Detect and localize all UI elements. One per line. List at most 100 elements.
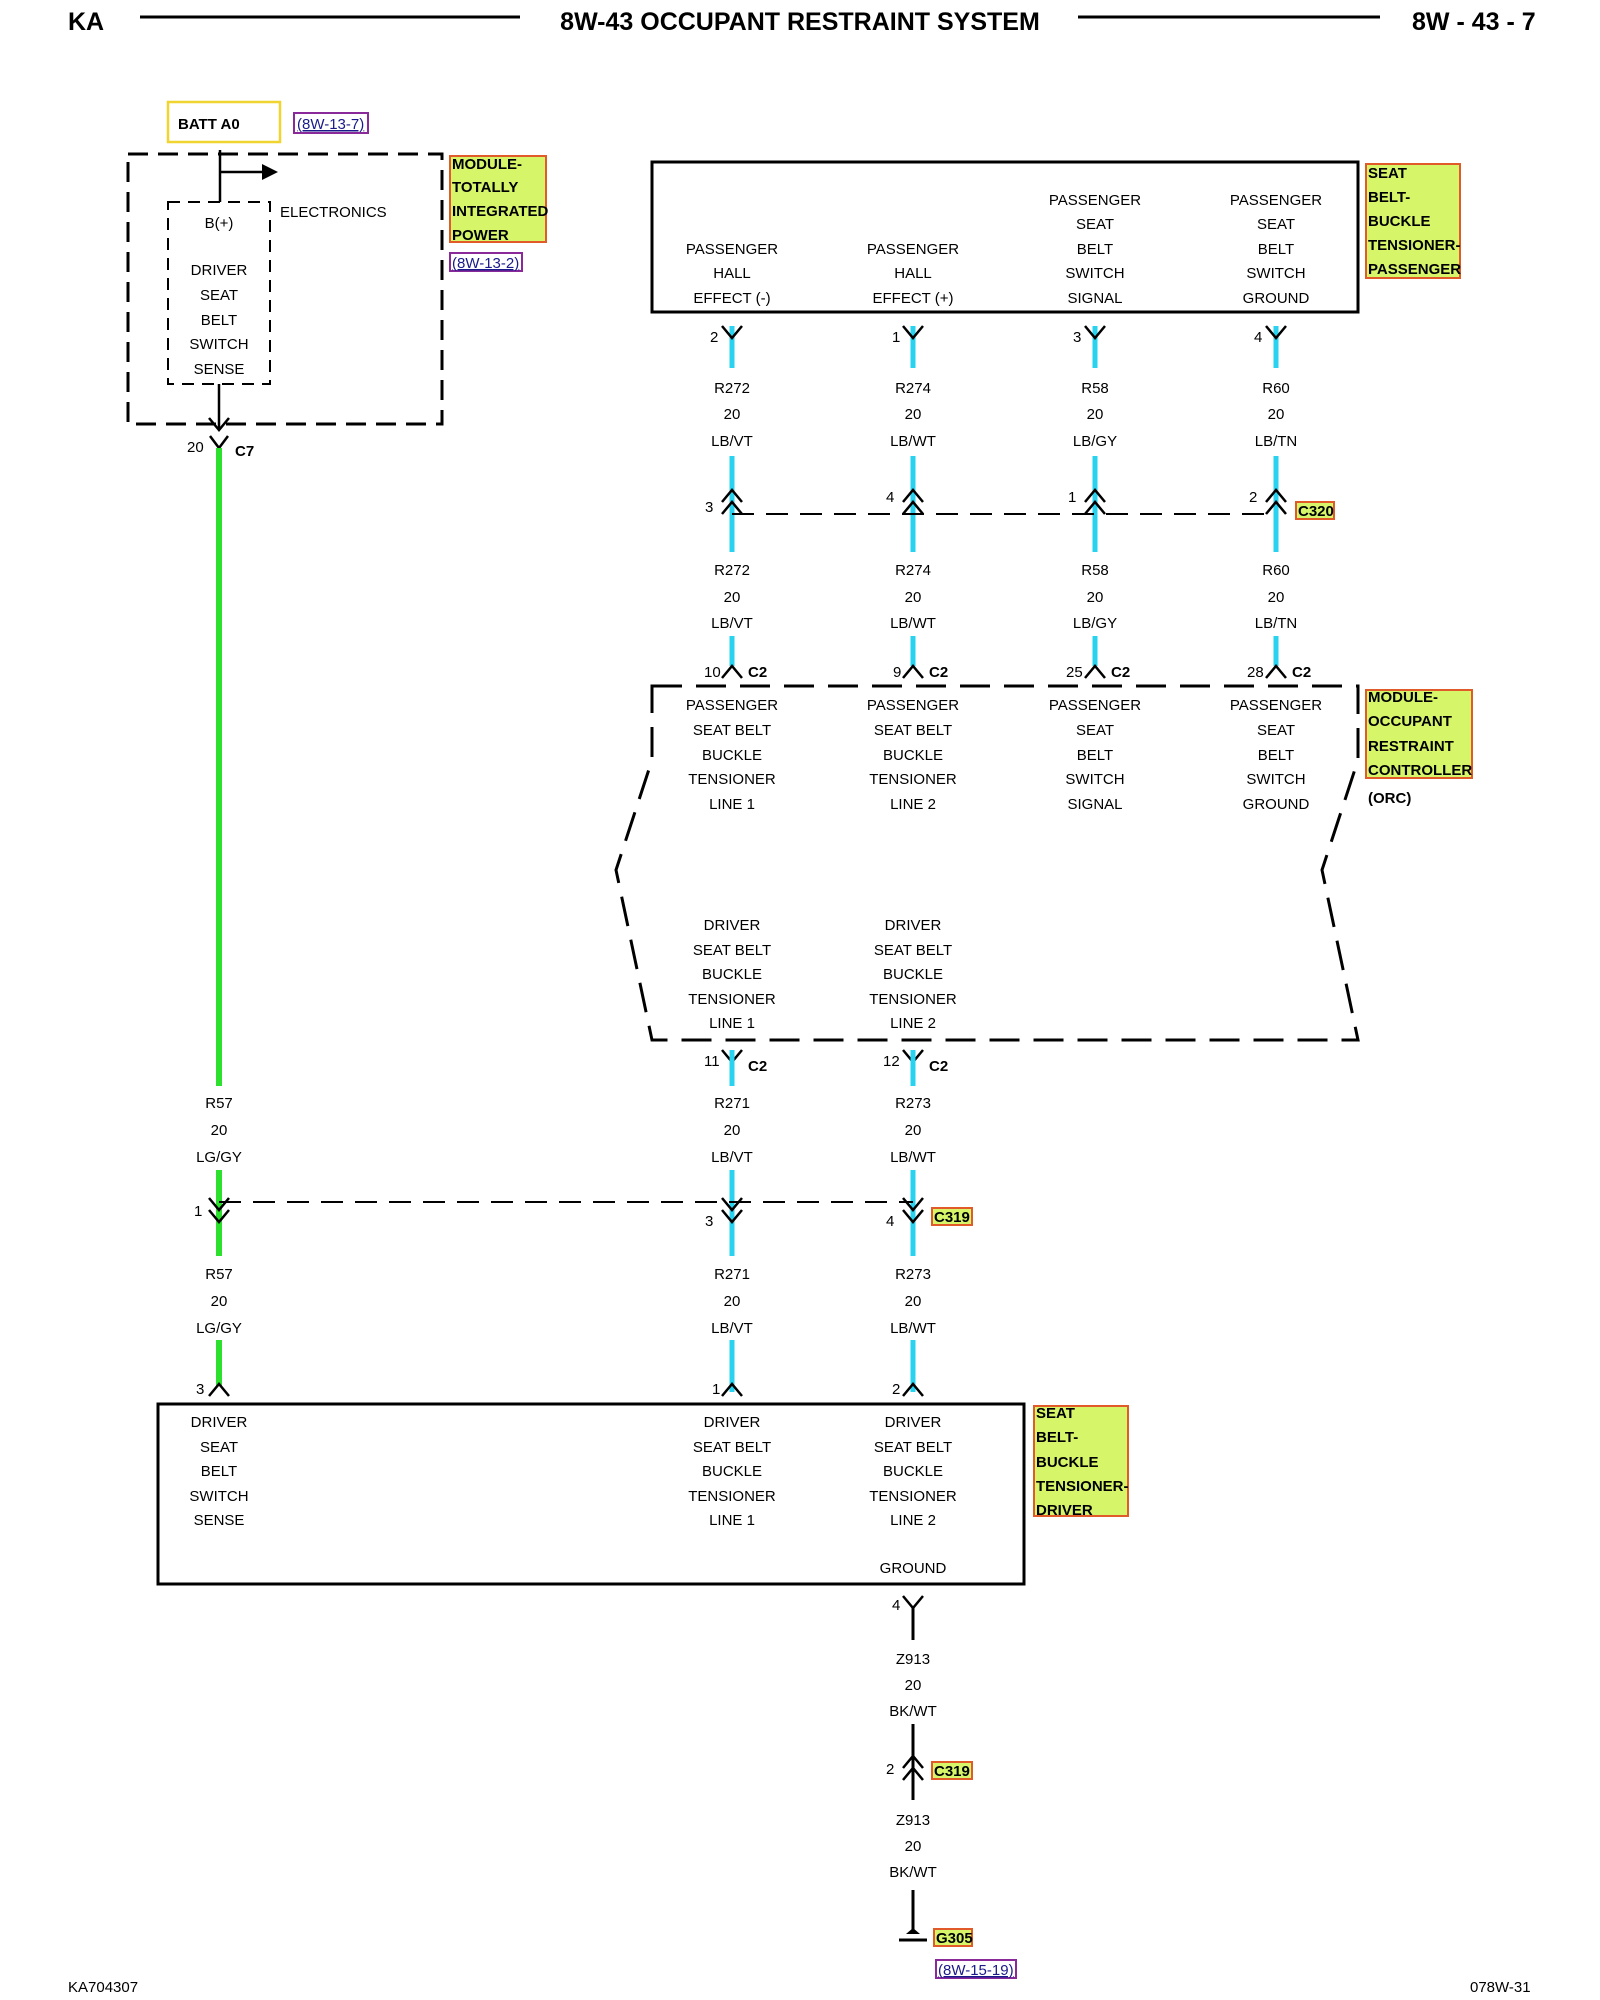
footer-right: 078W-31: [1470, 1979, 1531, 1996]
orc-label: SEAT BELT: [874, 942, 952, 959]
passenger-tensioner-box: [650, 160, 1360, 314]
dt-label: SWITCH: [189, 1488, 248, 1505]
wire-color: LB/VT: [711, 433, 753, 450]
tipm-ref-link[interactable]: (8W-13-2): [452, 255, 519, 272]
wire-color: LB/GY: [1073, 433, 1117, 450]
electronics-arrowhead: [262, 164, 278, 180]
passenger-pin-connectors: [721, 325, 1287, 340]
passenger-pin-labels: PASSENGER HALL EFFECT (-) PASSENGER HALL…: [686, 192, 1322, 307]
pt-pin-number: 3: [1073, 329, 1081, 346]
wire-color: LB/WT: [890, 615, 936, 632]
dt-label: BUCKLE: [883, 1463, 943, 1480]
wire-color: LB/VT: [711, 1149, 753, 1166]
dt-tag-line: TENSIONER-: [1036, 1478, 1129, 1495]
tipm-label-tag: [449, 155, 547, 243]
pt-pin-number: 4: [1254, 329, 1262, 346]
pt-label: PASSENGER: [1049, 192, 1141, 209]
pt-label: PASSENGER: [686, 241, 778, 258]
tipm-sense-text: DRIVER SEAT BELT SWITCH SENSE: [189, 262, 248, 378]
wire-circuit: R58: [1081, 562, 1109, 579]
wire-gauge: 20: [724, 1293, 741, 1310]
c320-pin-symbol: [902, 488, 924, 515]
wire-color: LG/GY: [196, 1149, 242, 1166]
orc-label: TENSIONER: [688, 991, 776, 1008]
tipm-sense-line: SENSE: [194, 361, 245, 378]
pt-label: PASSENGER: [867, 241, 959, 258]
wire-gauge: 20: [905, 406, 922, 423]
dt-label: LINE 2: [890, 1512, 936, 1529]
orc-label: SEAT BELT: [693, 722, 771, 739]
wire-gauge: 20: [211, 1293, 228, 1310]
ground-pin: 4: [892, 1597, 900, 1614]
driver-pin-labels: DRIVER SEAT BELT SWITCH SENSE DRIVER SEA…: [189, 1414, 957, 1577]
dt-tag-line: BELT-: [1036, 1429, 1078, 1446]
dt-label: BUCKLE: [702, 1463, 762, 1480]
wire-circuit: Z913: [896, 1651, 930, 1668]
wire-circuit: R60: [1262, 562, 1290, 579]
dt-ground-label: GROUND: [880, 1560, 947, 1577]
wire-circuit: Z913: [896, 1812, 930, 1829]
orc-top-pin-symbols: [721, 664, 1287, 679]
orc-label: LINE 2: [890, 1015, 936, 1032]
orc-tag: [1365, 689, 1473, 779]
driver-tensioner-tag: [1033, 1405, 1129, 1517]
orc-bottom-labels: DRIVER SEAT BELT BUCKLE TENSIONER LINE 1…: [688, 917, 957, 1032]
dt-tag-line: BUCKLE: [1036, 1454, 1099, 1471]
c2-pin-symbol: [1265, 664, 1287, 679]
g305-ref-link[interactable]: (8W-15-19): [938, 1962, 1014, 1979]
orc-label: DRIVER: [704, 917, 761, 934]
wire-color: LB/TN: [1255, 615, 1298, 632]
footer-left: KA704307: [68, 1979, 138, 1996]
orc-label: PASSENGER: [1230, 697, 1322, 714]
wire-circuit: R58: [1081, 380, 1109, 397]
pt-label: HALL: [713, 265, 751, 282]
pt-label: EFFECT (+): [873, 290, 954, 307]
dt-tag-line: DRIVER: [1036, 1502, 1093, 1519]
pt-label: HALL: [894, 265, 932, 282]
pt-label: SWITCH: [1065, 265, 1124, 282]
wire-circuit: R271: [714, 1266, 750, 1283]
orc-tag-line: RESTRAINT: [1368, 738, 1454, 755]
driver-pin-symbol: [721, 1382, 743, 1397]
wire-gauge: 20: [905, 1838, 922, 1855]
batt-label: BATT A0: [178, 116, 240, 133]
orc-label: LINE 2: [890, 796, 936, 813]
driver-pin-symbol: [902, 1382, 924, 1397]
tipm-bplus: B(+): [205, 215, 234, 232]
wire-circuit: R271: [714, 1095, 750, 1112]
dt-label: SEAT BELT: [693, 1439, 771, 1456]
c2-pin-symbol: [721, 664, 743, 679]
dt-label: DRIVER: [191, 1414, 248, 1431]
pt-label: SIGNAL: [1067, 290, 1122, 307]
orc-label: PASSENGER: [686, 697, 778, 714]
tipm-sense-line: SWITCH: [189, 336, 248, 353]
orc-label: BUCKLE: [702, 747, 762, 764]
orc-label: BELT: [1077, 747, 1113, 764]
tipm-sense-line: DRIVER: [191, 262, 248, 279]
tipm-label-line: INTEGRATED: [452, 203, 549, 220]
wire-gauge: 20: [905, 1677, 922, 1694]
orc-pin: 10: [704, 664, 721, 681]
orc-module-outline: [614, 684, 1360, 1042]
page-title: 8W-43 OCCUPANT RESTRAINT SYSTEM: [560, 8, 1040, 36]
pin-connector-symbol: [1084, 325, 1106, 340]
pt-label: EFFECT (-): [693, 290, 770, 307]
lower-wire-labels-b: R57 20 LG/GY R271 20 LB/VT R273 20 LB/WT: [196, 1266, 936, 1337]
tipm-module-outline: [126, 152, 444, 426]
orc-label: LINE 1: [709, 1015, 755, 1032]
c320-pin: 3: [705, 499, 713, 516]
orc-conn: C2: [1292, 664, 1311, 681]
dt-label: SENSE: [194, 1512, 245, 1529]
orc-label: TENSIONER: [869, 771, 957, 788]
c320-pin-symbol: [1084, 488, 1106, 515]
wire-circuit: R273: [895, 1095, 931, 1112]
pt-tag-line: TENSIONER-: [1368, 237, 1461, 254]
wire-gauge: 20: [1087, 589, 1104, 606]
driver-pin-symbol: [208, 1382, 230, 1397]
c319-pin: 1: [194, 1203, 202, 1220]
batt-ref-link[interactable]: (8W-13-7): [297, 116, 364, 133]
orc-label: BELT: [1258, 747, 1294, 764]
c319-pin: 4: [886, 1213, 894, 1230]
orc-label: GROUND: [1243, 796, 1310, 813]
